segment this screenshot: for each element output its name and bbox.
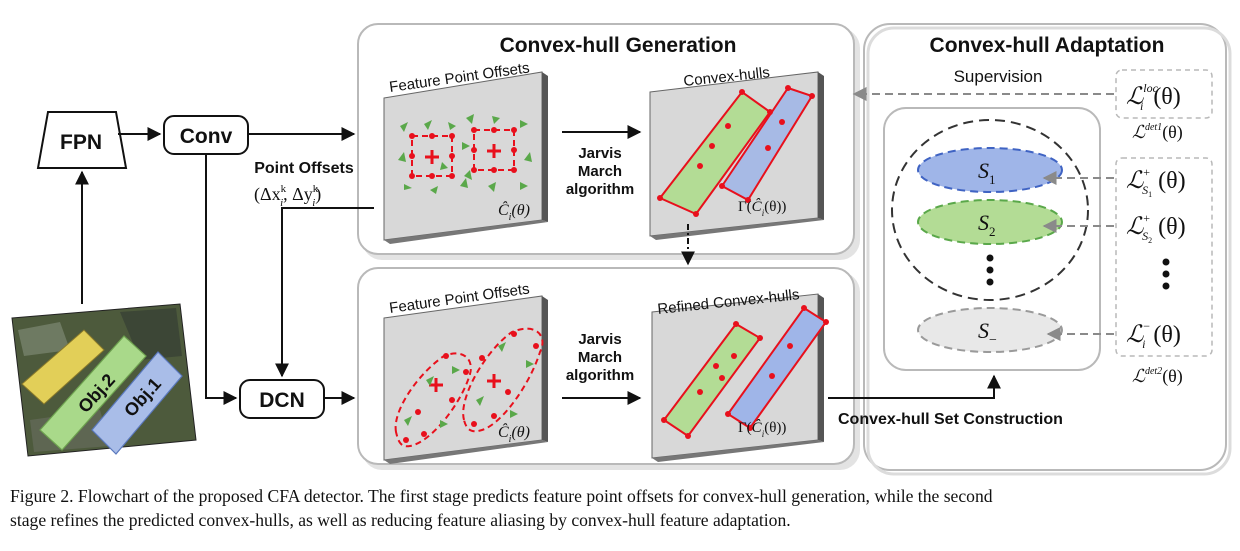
generation-gamma-formula: Γ(Ĉi(θ)) xyxy=(738,198,786,218)
adaptation-container-shadow xyxy=(866,26,1232,476)
set-construction-arrow xyxy=(828,374,1001,399)
generation-c-formula: Ĉi(θ) xyxy=(498,200,530,223)
refinement-algo-line3: algorithm xyxy=(566,367,634,384)
supervision-label: Supervision xyxy=(954,67,1043,86)
refinement-c-formula: Ĉi(θ) xyxy=(498,422,530,445)
input-image: Obj.2 Obj.1 xyxy=(11,303,197,457)
generation-offsets-panel: Ĉi(θ) xyxy=(383,71,548,244)
set-s2-label: S2 xyxy=(978,210,996,239)
figure-caption: Figure 2. Flowchart of the proposed CFA … xyxy=(10,484,1236,532)
negative-loss-formula: ℒ−i(θ) xyxy=(1126,319,1181,351)
generation-hulls-panel: Γ(Ĉi(θ)) xyxy=(649,71,824,240)
refined-gamma-formula: Γ(Ĉi(θ)) xyxy=(738,419,786,439)
det1-loss-label: ℒdet1(θ) xyxy=(1132,122,1183,143)
point-offsets-label: Point Offsets xyxy=(254,160,354,177)
refinement-hulls-panel: Γ(Ĉi(θ)) xyxy=(651,293,829,462)
det2-loss-label: ℒdet2(θ) xyxy=(1132,366,1183,387)
ellipsis-dots xyxy=(986,254,994,286)
fpn-block xyxy=(36,111,128,169)
generation-algo-line1: Jarvis xyxy=(578,145,621,162)
conv-to-dcn-arrow xyxy=(205,154,238,405)
set-s2 xyxy=(917,199,1063,245)
generation-algo-line2: March xyxy=(578,163,622,180)
object-1-box xyxy=(91,351,183,455)
set-s1 xyxy=(917,147,1063,193)
refinement-algo-line2: March xyxy=(578,349,622,366)
fpn-label: FPN xyxy=(60,131,102,154)
s2-loss-formula: ℒ+S2(θ) xyxy=(1126,211,1186,245)
loss-ellipsis-dots xyxy=(1162,258,1170,290)
caption-line-2: stage refines the predicted convex-hulls… xyxy=(10,510,791,530)
refinement-algo-line1: Jarvis xyxy=(578,331,621,348)
loc-loss-box xyxy=(1115,69,1213,119)
object-2-box xyxy=(39,335,147,451)
generation-title: Convex-hull Generation xyxy=(500,34,737,57)
set-s-negative-label: S− xyxy=(978,318,997,348)
set-construction-label: Convex-hull Set Construction xyxy=(838,411,1063,428)
offsets-to-dcn-arrow xyxy=(275,207,374,378)
s1-loss-formula: ℒ+S1(θ) xyxy=(1126,165,1186,199)
refinement-offsets-panel: Ĉi(θ) xyxy=(383,295,548,464)
set-s1-label: S1 xyxy=(978,158,996,187)
positive-sets-boundary xyxy=(891,119,1089,301)
caption-line-1: Figure 2. Flowchart of the proposed CFA … xyxy=(10,486,993,506)
dcn-label: DCN xyxy=(259,389,305,412)
set-s-negative xyxy=(917,307,1063,353)
generation-algo-line3: algorithm xyxy=(566,181,634,198)
adaptation-title: Convex-hull Adaptation xyxy=(930,34,1165,57)
conv-label: Conv xyxy=(180,125,233,148)
